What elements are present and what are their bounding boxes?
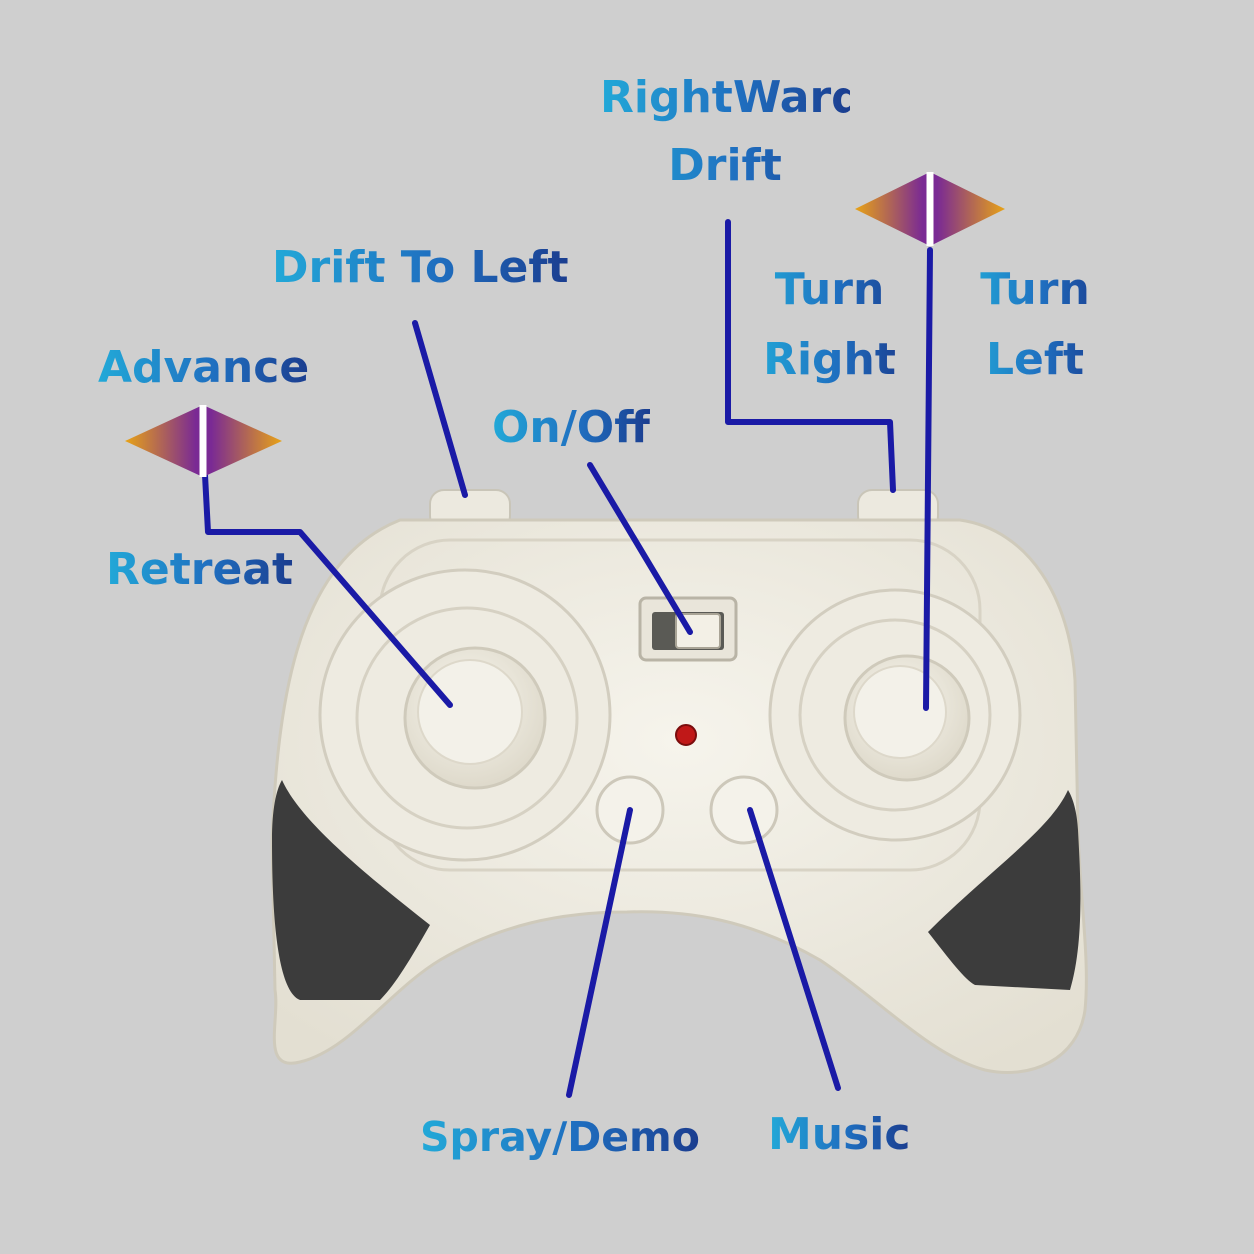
turn-left-line2: Left: [985, 334, 1085, 385]
spray-demo-label: Spray/Demo: [420, 1113, 700, 1161]
turn-right-label: Turn Right: [752, 266, 907, 384]
right-stick-top: [853, 665, 947, 759]
on-off-label: On/Off: [492, 402, 650, 453]
on-off-leader: [587, 462, 693, 635]
left-direction-arrow-icon: [125, 405, 282, 477]
rightward-drift-label: RightWard Drift: [600, 74, 850, 190]
left-stick-top: [417, 659, 523, 765]
retreat-label: Retreat: [106, 544, 294, 595]
rightward-drift-line2: Drift: [668, 140, 782, 191]
rightward-drift-leader: [725, 219, 896, 493]
music-button[interactable]: [709, 775, 779, 845]
left-stick-leader: [202, 472, 453, 708]
advance-label: Advance: [98, 342, 310, 393]
right-grip: [928, 790, 1081, 990]
turn-left-label: Turn Left: [965, 266, 1105, 384]
left-grip: [272, 780, 430, 1000]
leader-lines: [202, 219, 933, 1098]
led-indicator: [675, 724, 697, 746]
drift-left-leader: [412, 320, 468, 498]
rightward-drift-line1: RightWard: [600, 72, 863, 123]
drift-to-left-label: Drift To Left: [272, 242, 569, 293]
turn-right-line1: Turn: [774, 264, 885, 315]
right-direction-arrow-icon: [855, 172, 1005, 246]
right-stick-ring: [798, 618, 992, 812]
right-stick-leader: [923, 247, 933, 711]
turn-left-line1: Turn: [980, 264, 1090, 315]
left-stick-ring: [355, 606, 579, 830]
spray-demo-leader: [566, 807, 633, 1098]
music-label: Music: [768, 1109, 911, 1160]
music-leader: [747, 807, 841, 1091]
turn-right-line2: Right: [763, 334, 896, 385]
